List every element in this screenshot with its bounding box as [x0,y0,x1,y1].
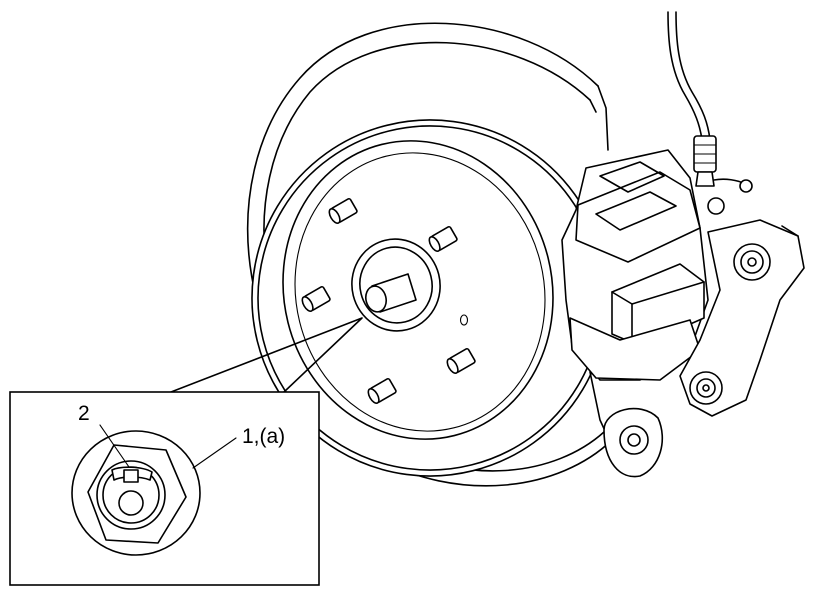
brake-caliper [561,149,709,447]
hub-nut [351,238,441,332]
callout-2-leader [99,424,130,468]
brake-hose [667,11,753,215]
hub-studs [301,198,476,405]
knuckle-bracket [679,219,805,417]
callout-2-label: 2 [78,402,90,425]
inset-leader [170,317,363,393]
lower-bolt [603,407,664,478]
callout-1-label: 1,(a) [242,425,286,448]
callout-1-leader [192,437,237,469]
lock-nut-detail [71,430,201,556]
